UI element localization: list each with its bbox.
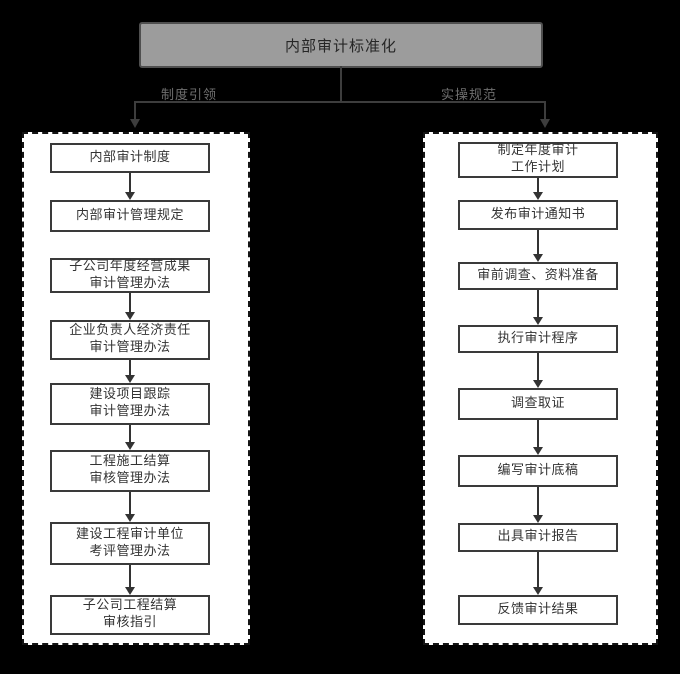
left-node-3: 子公司年度经营成果 审计管理办法 (50, 258, 210, 293)
left-node-6: 工程施工结算 审核管理办法 (50, 450, 210, 492)
right-node-8: 反馈审计结果 (458, 595, 618, 625)
left-arrow-7-8 (125, 565, 135, 595)
right-node-5: 调查取证 (458, 388, 618, 420)
right-node-4: 执行审计程序 (458, 325, 618, 353)
connector-horizontal (134, 101, 546, 103)
right-branch-label: 实操规范 (441, 88, 498, 103)
left-arrow-3-4 (125, 293, 135, 320)
connector-left-stub (134, 101, 136, 119)
right-arrow-1-2 (533, 178, 543, 200)
left-arrow-5-6 (125, 425, 135, 450)
left-node-8: 子公司工程结算 审核指引 (50, 595, 210, 635)
right-arrow-7-8 (533, 552, 543, 595)
right-arrow-5-6 (533, 420, 543, 455)
right-arrow-6-7 (533, 487, 543, 523)
right-node-1: 制定年度审计 工作计划 (458, 142, 618, 178)
left-arrow-6-7 (125, 492, 135, 522)
right-arrow-2-3 (533, 230, 543, 262)
left-node-7: 建设工程审计单位 考评管理办法 (50, 522, 210, 565)
right-branch-arrowhead-icon (540, 119, 550, 128)
left-node-5: 建设项目跟踪 审计管理办法 (50, 383, 210, 425)
connector-right-stub (544, 101, 546, 119)
right-node-2: 发布审计通知书 (458, 200, 618, 230)
left-arrow-4-5 (125, 360, 135, 383)
left-node-4: 企业负责人经济责任 审计管理办法 (50, 320, 210, 360)
left-branch-label: 制度引领 (161, 88, 218, 103)
connector-stem (340, 66, 342, 103)
root-node: 内部审计标准化 (139, 22, 543, 68)
right-arrow-3-4 (533, 290, 543, 325)
left-node-1: 内部审计制度 (50, 143, 210, 173)
left-node-2: 内部审计管理规定 (50, 200, 210, 232)
right-arrow-4-5 (533, 353, 543, 388)
left-branch-arrowhead-icon (130, 119, 140, 128)
right-node-7: 出具审计报告 (458, 523, 618, 552)
right-node-3: 审前调查、资料准备 (458, 262, 618, 290)
right-node-6: 编写审计底稿 (458, 455, 618, 487)
root-node-label: 内部审计标准化 (284, 36, 397, 55)
left-arrow-1-2 (125, 173, 135, 200)
